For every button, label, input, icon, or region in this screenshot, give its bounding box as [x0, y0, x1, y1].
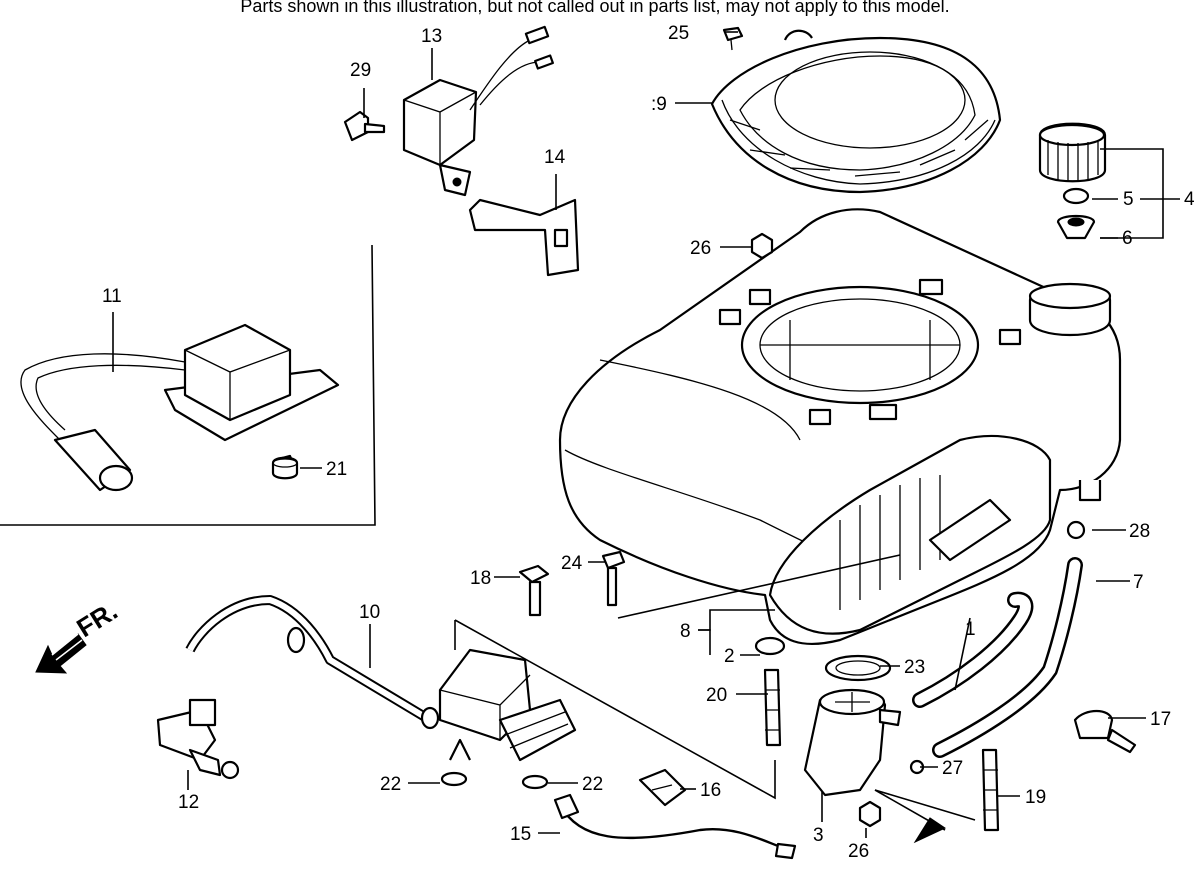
ground-wire-part: [553, 793, 797, 860]
hose-clamp-part: [1073, 709, 1137, 754]
callout-24: 24: [561, 553, 583, 574]
fuel-line-part: [185, 595, 440, 730]
callout-16: 16: [700, 780, 721, 801]
bracket-part: [468, 198, 580, 277]
callout-3: 3: [813, 825, 824, 846]
callout-20: 20: [706, 685, 727, 706]
nut-part: [858, 800, 882, 828]
gasket-part: [824, 654, 892, 682]
callout-29: 29: [350, 60, 371, 81]
callout-13: 13: [421, 26, 442, 47]
callout-28: 28: [1129, 521, 1150, 542]
fuel-hose-part: [932, 557, 1083, 758]
callout-labels: 1 2 3 4 5 6 7 8 :9 10 11 12 13 14 15 16 …: [102, 23, 1195, 862]
clip-part: [638, 768, 687, 807]
callout-11: 11: [102, 286, 122, 307]
callout-1: 1: [965, 619, 976, 640]
bolt-part: [722, 26, 744, 51]
washer-part: [271, 456, 299, 480]
fuel-valve-part: [156, 698, 240, 780]
callout-4: 4: [1184, 189, 1195, 210]
callout-2: 2: [724, 646, 735, 667]
ignition-module-part: [402, 25, 554, 197]
inset-frame: [0, 244, 376, 526]
bolt-part: [518, 564, 550, 617]
ignition-switch-part: [438, 648, 577, 790]
front-arrow-icon: [35, 633, 87, 674]
callout-5: 5: [1123, 189, 1134, 210]
callout-17: 17: [1150, 709, 1171, 730]
callout-23: 23: [904, 657, 925, 678]
callout-6: 6: [1122, 228, 1133, 249]
callout-21: 21: [326, 459, 347, 480]
callout-10: 10: [359, 602, 380, 623]
callout-15: 15: [510, 824, 531, 845]
hose-clip-part: [909, 520, 1086, 775]
callout-9: :9: [651, 94, 667, 115]
bolt-part: [343, 110, 386, 142]
starter-cover-part: [710, 29, 1002, 194]
callout-18: 18: [470, 568, 491, 589]
callout-26b: 26: [848, 841, 869, 862]
callout-22a: 22: [380, 774, 401, 795]
stud-part: [981, 748, 1000, 832]
assembly-arrows: [874, 789, 976, 844]
breather-hose-part: [912, 591, 1034, 708]
callout-7: 7: [1133, 572, 1144, 593]
bolt-part: [601, 550, 901, 619]
callout-14: 14: [544, 147, 566, 168]
filler-elbow-part: [803, 688, 902, 797]
fan-housing-part: [558, 208, 1122, 645]
callout-22b: 22: [582, 774, 603, 795]
callout-27: 27: [942, 758, 963, 779]
callout-12: 12: [178, 792, 199, 813]
callout-25: 25: [668, 23, 689, 44]
callout-19: 19: [1025, 787, 1046, 808]
nut-part: [750, 232, 774, 260]
fuel-cap-part: [1038, 122, 1107, 240]
callout-8: 8: [680, 621, 691, 642]
stud-part: [754, 636, 786, 747]
ignition-coil-part: [20, 323, 340, 492]
assembly-leader: [454, 619, 776, 800]
callout-26a: 26: [690, 238, 711, 259]
diagram-caption: Parts shown in this illustration, but no…: [240, 0, 950, 16]
leader-lines: [112, 31, 1180, 838]
